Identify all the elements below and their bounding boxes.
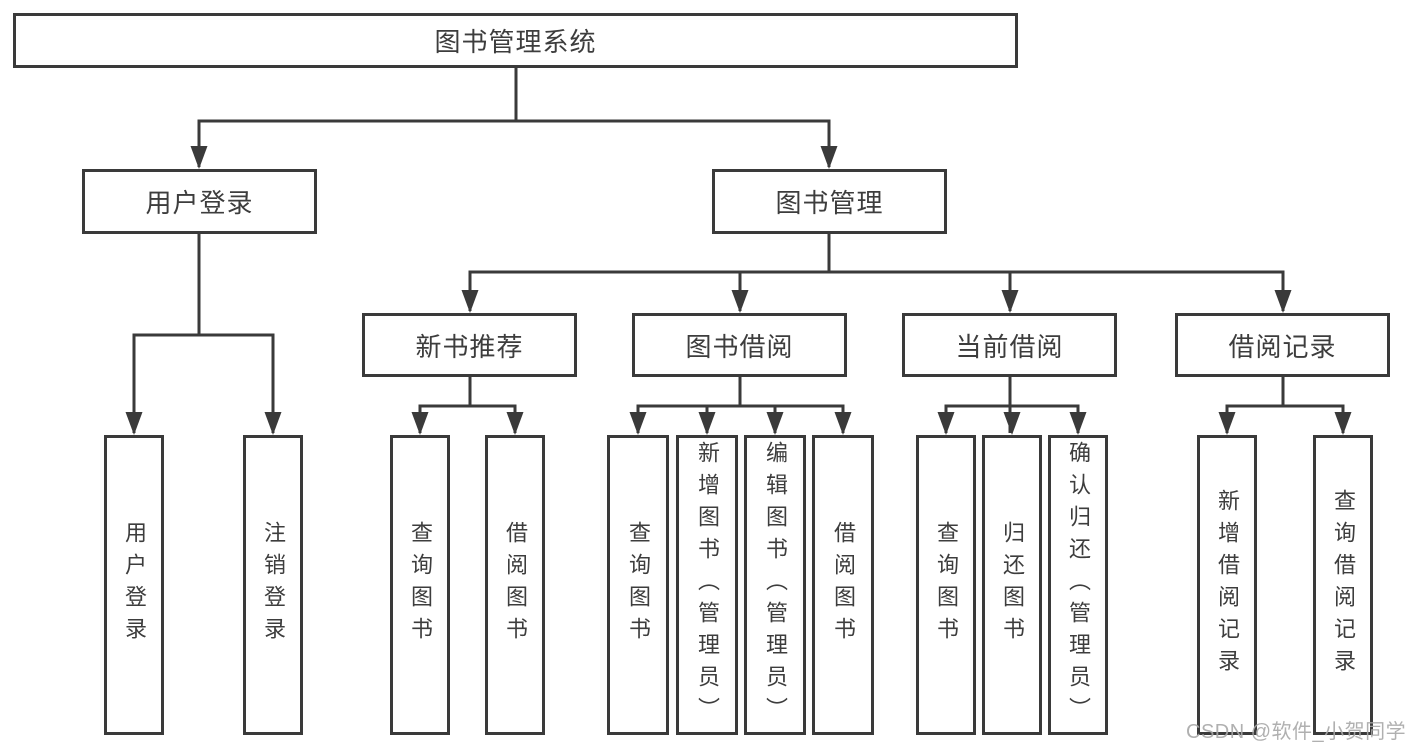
leaf-user-login-label: 用户登录 (122, 521, 147, 649)
leaf-add-borrow-record-label: 新增借阅记录 (1215, 489, 1240, 681)
node-user-login-label: 用户登录 (145, 188, 254, 218)
edge-bookborrow-to-leaves (636, 377, 845, 433)
leaf-borrow-books-borrow-label: 借阅图书 (831, 521, 856, 649)
leaf-add-books-admin-label: 新增图书（管理员） (695, 441, 720, 729)
node-borrow-records-label: 借阅记录 (1228, 331, 1337, 362)
leaf-query-books-current: 查询图书 (916, 435, 976, 735)
leaf-logout-login: 注销登录 (243, 435, 303, 735)
leaf-query-books-recommend: 查询图书 (390, 435, 450, 735)
leaf-confirm-return-admin-label: 确认归还（管理员） (1066, 441, 1091, 729)
node-new-book-recommend-label: 新书推荐 (415, 331, 524, 362)
leaf-confirm-return-admin: 确认归还（管理员） (1048, 435, 1108, 735)
leaf-return-books-label: 归还图书 (1000, 521, 1025, 649)
connector-paths (132, 68, 1345, 433)
leaf-query-borrow-record: 查询借阅记录 (1313, 435, 1373, 735)
leaf-logout-login-label: 注销登录 (261, 521, 286, 649)
leaf-borrow-books-recommend: 借阅图书 (485, 435, 545, 735)
node-book-borrow-label: 图书借阅 (685, 331, 794, 362)
node-current-borrow: 当前借阅 (902, 313, 1117, 377)
edge-root-to-level2 (197, 68, 831, 167)
leaf-query-books-borrow: 查询图书 (607, 435, 669, 735)
node-borrow-records: 借阅记录 (1175, 313, 1390, 377)
leaf-borrow-books-recommend-label: 借阅图书 (503, 521, 528, 649)
edge-newbook-to-leaves (418, 377, 517, 433)
node-root-label: 图书管理系统 (434, 27, 597, 57)
leaf-edit-books-admin-label: 编辑图书（管理员） (763, 441, 788, 729)
leaf-query-books-current-label: 查询图书 (934, 521, 959, 649)
node-user-login: 用户登录 (82, 169, 317, 234)
node-book-management: 图书管理 (712, 169, 947, 234)
leaf-return-books: 归还图书 (982, 435, 1042, 735)
edge-bookmgmt-to-level3 (468, 234, 1285, 311)
node-new-book-recommend: 新书推荐 (362, 313, 577, 377)
node-book-management-label: 图书管理 (775, 188, 884, 218)
leaf-add-borrow-record: 新增借阅记录 (1197, 435, 1257, 735)
leaf-query-books-borrow-label: 查询图书 (626, 521, 651, 649)
watermark: CSDN @软件_小贺同学 (1186, 721, 1405, 743)
node-book-borrow: 图书借阅 (632, 313, 847, 377)
leaf-add-books-admin: 新增图书（管理员） (676, 435, 738, 735)
leaf-query-books-recommend-label: 查询图书 (408, 521, 433, 649)
edge-userlogin-to-leaves (132, 234, 275, 433)
leaf-user-login: 用户登录 (104, 435, 164, 735)
leaf-query-borrow-record-label: 查询借阅记录 (1331, 489, 1356, 681)
edge-records-to-leaves (1225, 377, 1345, 433)
leaf-edit-books-admin: 编辑图书（管理员） (744, 435, 806, 735)
node-current-borrow-label: 当前借阅 (955, 331, 1064, 362)
node-root: 图书管理系统 (13, 13, 1018, 68)
leaf-borrow-books-borrow: 借阅图书 (812, 435, 874, 735)
